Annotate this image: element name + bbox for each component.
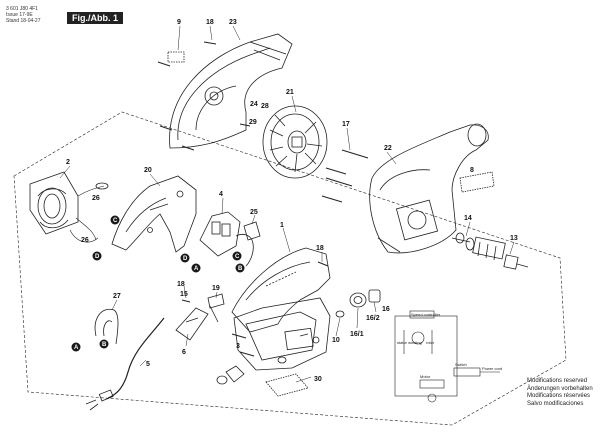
wiring-labels: Speed controller stator winding rotor Sw… xyxy=(397,312,502,379)
handle-housing xyxy=(231,247,331,371)
badge-d-1: D xyxy=(95,254,100,260)
part-14: 14 xyxy=(464,215,472,222)
badge-b-1: B xyxy=(238,266,243,272)
part-25: 25 xyxy=(250,209,258,216)
speed-controller-knob xyxy=(335,289,381,318)
fan-impeller xyxy=(262,105,328,179)
issue-value: 17-9E xyxy=(19,12,33,18)
stand-row: Stand 18-04-27 xyxy=(6,18,40,24)
carbon-brush xyxy=(243,221,261,267)
stand-value: 18-04-27 xyxy=(20,18,41,24)
note-line-3: Modifications réservées xyxy=(527,393,591,399)
connector-badges: C D D A C B A B xyxy=(71,215,245,352)
part-13: 13 xyxy=(510,235,518,242)
document-header: 3 601 J80 4F1 Issue 17-9E Stand 18-04-27 xyxy=(6,6,40,24)
part-15: 15 xyxy=(180,291,188,298)
badge-d-2: D xyxy=(183,256,188,262)
part-28: 28 xyxy=(261,103,269,110)
blower-housing-half xyxy=(167,33,293,149)
rating-label xyxy=(265,373,309,397)
part-2: 2 xyxy=(66,159,70,166)
brush-holder xyxy=(199,211,253,257)
armature-rotor xyxy=(451,232,529,270)
switch-lever xyxy=(175,307,209,341)
badge-a-2: A xyxy=(74,345,79,351)
issue-row: Issue 17-9E xyxy=(6,12,40,18)
part-27: 27 xyxy=(113,293,121,300)
part-5: 5 xyxy=(146,361,150,368)
inner-frame xyxy=(111,175,197,253)
part-24: 24 xyxy=(250,101,258,108)
stator-field xyxy=(29,171,109,243)
doc-number: 3 601 J80 4F1 xyxy=(6,6,38,12)
screws xyxy=(157,41,369,357)
part-17: 17 xyxy=(342,121,350,128)
part-23: 23 xyxy=(229,19,237,26)
part-16-1: 16/1 xyxy=(350,331,364,338)
part-18-top: 18 xyxy=(206,19,214,26)
blower-nozzle-housing xyxy=(369,123,495,254)
part-1: 1 xyxy=(280,222,284,229)
badge-b-2: B xyxy=(102,342,107,348)
part-29: 29 xyxy=(249,119,257,126)
badge-a-1: A xyxy=(194,266,199,272)
issue-label: Issue xyxy=(6,12,18,18)
badge-c-1: C xyxy=(113,218,118,224)
part-8: 8 xyxy=(470,167,474,174)
cord-and-clamp xyxy=(85,308,165,411)
stand-label: Stand xyxy=(6,18,20,24)
part-16-2: 16/2 xyxy=(366,315,380,322)
figure-tag: Fig./Abb. 1 xyxy=(67,12,123,24)
wiring-stator-label: stator winding xyxy=(397,340,422,345)
part-18-left: 18 xyxy=(177,281,185,288)
part-4: 4 xyxy=(219,191,223,198)
leader-lines xyxy=(59,25,515,383)
wiring-power-cord-label: Power cord xyxy=(482,366,502,371)
part-21: 21 xyxy=(286,89,294,96)
switch-and-small-parts xyxy=(207,293,287,385)
part-18-mid: 18 xyxy=(316,245,324,252)
part-6: 6 xyxy=(182,349,186,356)
part-numbers: 9 18 23 21 24 28 29 17 22 2 20 8 4 26 25… xyxy=(66,19,518,383)
wiring-schematic xyxy=(394,310,500,403)
part-16: 16 xyxy=(382,306,390,313)
badge-c-2: C xyxy=(235,254,240,260)
note-line-2: Änderungen vorbehalten xyxy=(527,385,593,392)
part-20: 20 xyxy=(144,167,152,174)
assembly-outline xyxy=(13,111,567,426)
part-26-lower: 26 xyxy=(81,237,89,244)
part-30: 30 xyxy=(314,376,322,383)
part-10: 10 xyxy=(332,337,340,344)
note-line-4: Salvo modificaciones xyxy=(527,400,584,407)
modification-notes: Modifications reserved Änderungen vorbeh… xyxy=(527,378,593,408)
part-3: 3 xyxy=(236,343,240,350)
wiring-rotor-label: rotor xyxy=(426,340,435,345)
wiring-motor-label: Motor xyxy=(420,374,431,379)
part-22: 22 xyxy=(384,145,392,152)
note-line-1: Modifications reserved xyxy=(527,378,588,384)
wiring-speed-controller-label: Speed controller xyxy=(411,312,441,317)
wiring-switch-label: Switch xyxy=(455,362,467,367)
part-9: 9 xyxy=(177,19,181,26)
part-26-upper: 26 xyxy=(92,195,100,202)
part-19: 19 xyxy=(212,285,220,292)
